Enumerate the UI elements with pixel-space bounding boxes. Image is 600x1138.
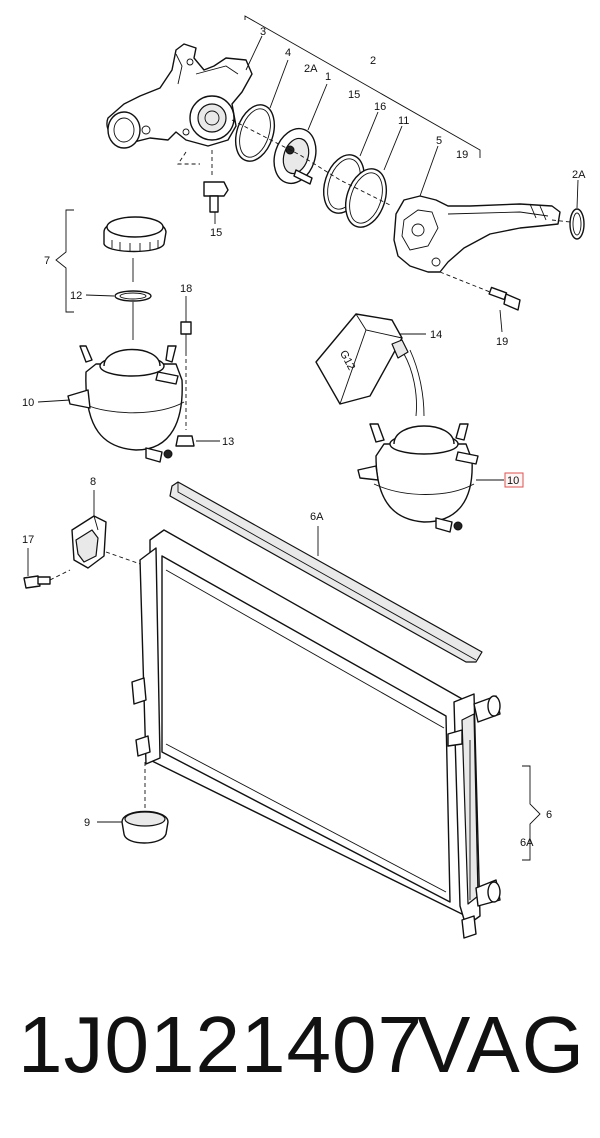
callout-6A-top: 6A <box>310 511 324 523</box>
callout-16: 16 <box>374 101 386 113</box>
callout-15-top: 15 <box>348 89 360 101</box>
radiator-6 <box>131 529 501 939</box>
callout-9: 9 <box>84 817 90 829</box>
thermostat-housing <box>106 43 253 149</box>
callout-10-highlight: 10 <box>507 475 519 487</box>
callout-1: 1 <box>325 71 331 83</box>
bolt-19 <box>488 286 521 311</box>
bolt-15 <box>203 181 229 213</box>
o-ring-4 <box>234 104 276 162</box>
callout-6: 6 <box>546 809 552 821</box>
callout-3: 3 <box>260 26 266 38</box>
callout-5: 5 <box>436 135 442 147</box>
callout-14: 14 <box>430 329 442 341</box>
seal-strip-6A <box>169 481 483 663</box>
rubber-mount-8 <box>71 515 107 569</box>
callout-8: 8 <box>90 476 96 488</box>
coolant-bottle-14 <box>315 313 409 405</box>
callout-2A-top: 2A <box>304 63 318 75</box>
callout-17: 17 <box>22 534 34 546</box>
filler-cap <box>103 216 167 253</box>
callout-12: 12 <box>70 290 82 302</box>
nut-13 <box>175 435 195 447</box>
callout-2: 2 <box>370 55 376 67</box>
expansion-tank-right <box>357 423 479 533</box>
callout-18: 18 <box>180 283 192 295</box>
parts-diagram: G12 <box>22 15 586 939</box>
callout-7: 7 <box>44 255 50 267</box>
thermostat-1 <box>273 127 317 185</box>
seal-12 <box>114 290 152 302</box>
expansion-tank-left <box>67 345 185 463</box>
highlight-box-10 <box>504 472 524 488</box>
callout-19-bolt: 19 <box>496 336 508 348</box>
part-number: 1J0121407 <box>18 1000 423 1089</box>
callout-11: 11 <box>398 115 409 127</box>
callout-2A-right: 2A <box>572 169 586 181</box>
callout-labels: 3 4 2 2A 1 15 16 11 5 19 2A 15 19 7 12 1… <box>22 26 586 849</box>
bolt-18 <box>180 321 192 352</box>
footer: 1J0121407 VAG <box>0 995 600 1115</box>
leader-lines <box>27 35 579 823</box>
o-ring-2A <box>569 208 585 240</box>
brand-name: VAG <box>416 1000 586 1089</box>
rubber-plug-9 <box>121 810 169 844</box>
bolt-17 <box>23 575 51 589</box>
coolant-pipe-5 <box>393 195 561 273</box>
o-ring-11 <box>344 168 388 228</box>
callout-4: 4 <box>285 47 291 59</box>
bracket-callout-2 <box>244 15 481 158</box>
callout-15-bolt: 15 <box>210 227 222 239</box>
callout-13: 13 <box>222 436 234 448</box>
callout-6A-right: 6A <box>520 837 534 849</box>
callout-19-top: 19 <box>456 149 468 161</box>
callout-10-left: 10 <box>22 397 34 409</box>
